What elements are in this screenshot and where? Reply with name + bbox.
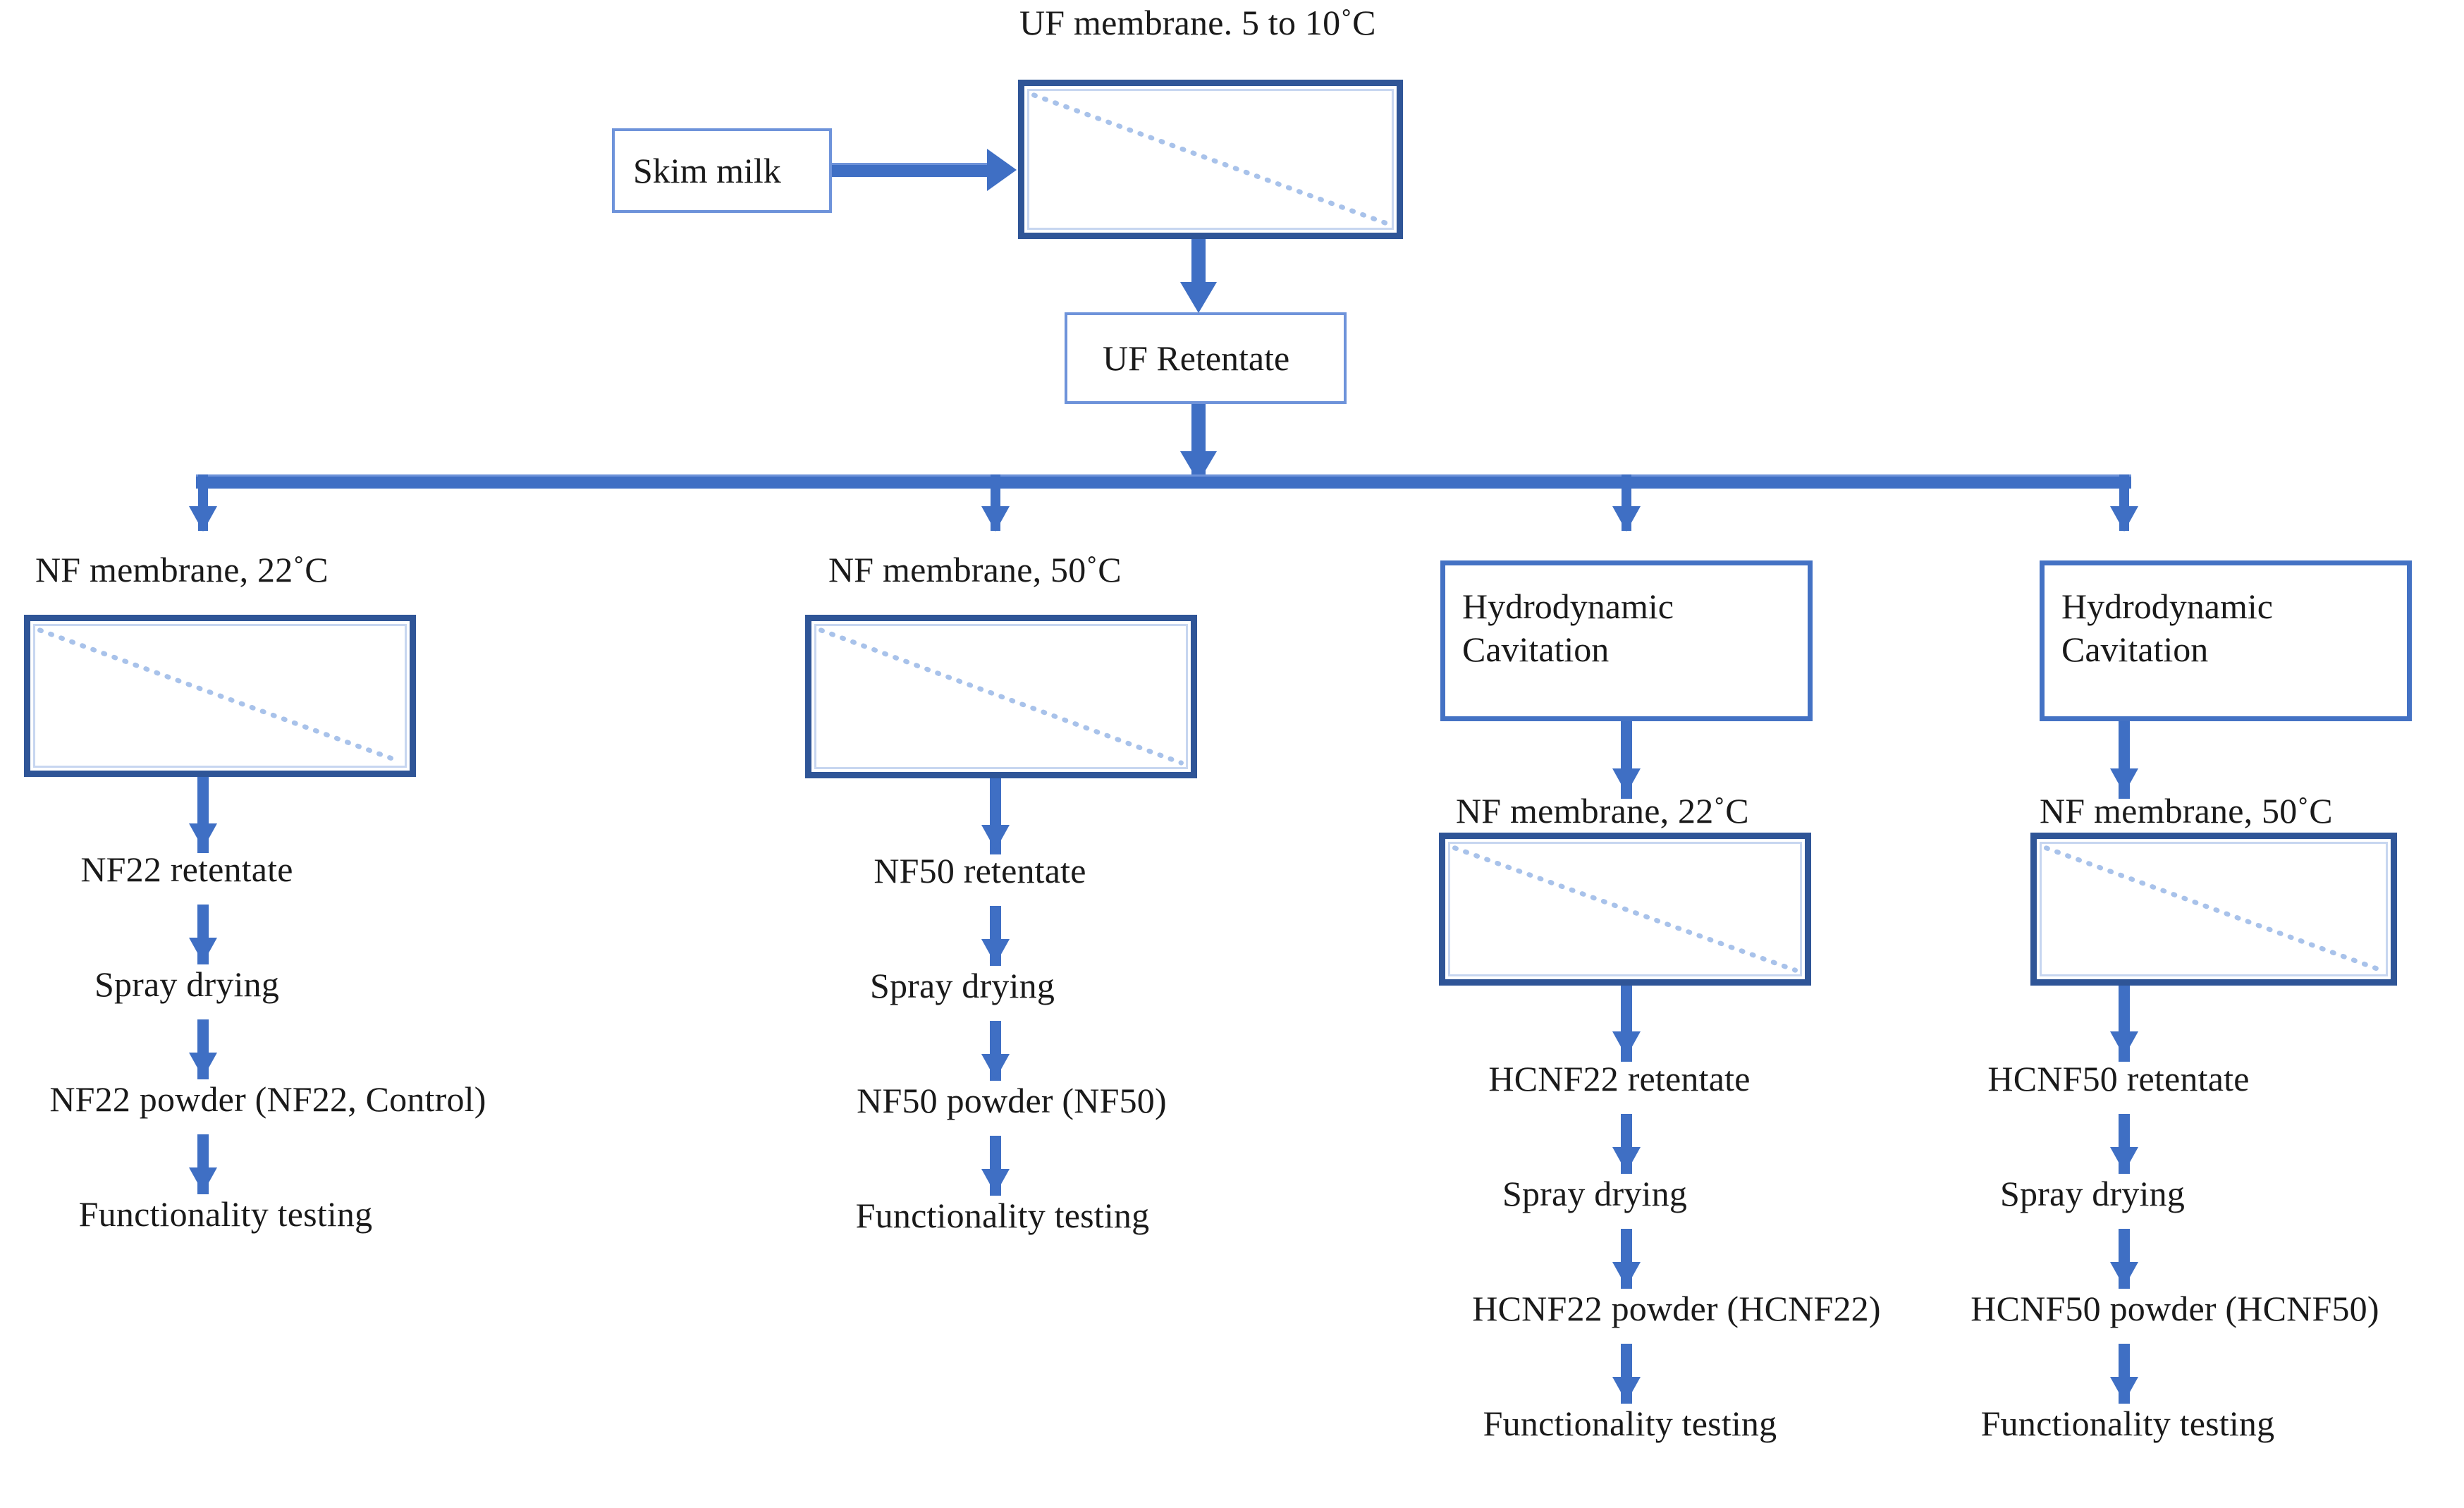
branch-2-membrane-box[interactable] [805,615,1197,778]
branch-3-arrowhead-1 [1612,1147,1641,1172]
branch-4-membrane-label: NF membrane, 50˚C [2040,791,2333,830]
branch-4-step-1: Spray drying [1999,1174,2186,1213]
branch-4-arrowhead-2 [2110,1262,2138,1287]
branch-1-membrane-label: NF membrane, 22˚C [35,550,329,589]
branch-2-arrowhead-3 [981,1169,1010,1194]
uf-retentate-box[interactable]: UF Retentate [1065,312,1347,404]
membrane-diagonal-icon [811,621,1191,772]
branch-2-step-1: Spray drying [869,966,1055,1005]
branch-2-step-2: NF50 powder (NF50) [857,1081,1167,1120]
branch-1-arrowhead-0 [189,823,217,849]
branch-1-step-0: NF22 retentate [80,850,293,889]
branch-1-step-2: NF22 powder (NF22, Control) [49,1079,486,1119]
arrowhead-ufmembrane-to-ufretentate [1180,282,1217,313]
branch-1-step-1: Spray drying [94,964,280,1004]
branch-4-step-0: HCNF50 retentate [1987,1059,2250,1098]
uf-membrane-box[interactable] [1018,80,1403,239]
branch-3-step-3: Functionality testing [1483,1404,1777,1443]
branch-3-cavitation-box[interactable]: Hydrodynamic Cavitation [1440,560,1813,721]
branch-3-membrane-label: NF membrane, 22˚C [1456,791,1749,830]
branch-4-step-2: HCNF50 powder (HCNF50) [1970,1289,2379,1328]
branch-3-step-2: HCNF22 powder (HCNF22) [1472,1289,1881,1328]
arrowhead-bus-drop-4 [2110,506,2138,532]
membrane-diagonal-icon [2037,839,2391,979]
branch-3-arrowhead-2 [1612,1262,1641,1287]
arrowhead-bus-drop-3 [1612,506,1641,532]
uf-retentate-label: UF Retentate [1103,338,1290,378]
connector-skimmilk-to-ufmembrane [832,163,991,177]
membrane-diagonal-icon [30,621,410,771]
branch-4-step-3: Functionality testing [1980,1404,2275,1443]
branch-4-arrowhead-0 [2110,1031,2138,1057]
membrane-diagonal-icon [1445,839,1805,979]
branch-4-arrowhead-1 [2110,1147,2138,1172]
skim-milk-box[interactable]: Skim milk [612,128,832,213]
branch-2-arrowhead-1 [981,939,1010,964]
arrowhead-bus-drop-1 [189,506,217,532]
connector-ufmembrane-to-ufretentate [1191,239,1206,288]
branch-1-arrowhead-2 [189,1053,217,1078]
branch-3-cavitation-label: Hydrodynamic Cavitation [1462,587,1674,669]
branch-4-cavitation-label: Hydrodynamic Cavitation [2061,587,2273,669]
branch-1-membrane-box[interactable] [24,615,416,777]
branch-4-membrane-box[interactable] [2030,833,2397,986]
branch-3-arrowhead-0 [1612,1031,1641,1057]
branch-1-step-3: Functionality testing [78,1194,373,1234]
uf-membrane-label: UF membrane. 5 to 10˚C [1019,3,1376,42]
branch-3-arrowhead-cav [1612,768,1641,794]
skim-milk-label: Skim milk [633,151,781,190]
branch-1-arrowhead-3 [189,1167,217,1193]
branch-2-arrowhead-2 [981,1054,1010,1079]
branch-1-arrowhead-1 [189,938,217,963]
branch-2-membrane-label: NF membrane, 50˚C [828,550,1122,589]
branch-3-step-0: HCNF22 retentate [1488,1059,1751,1098]
branch-4-arrowhead-cav [2110,768,2138,794]
branch-3-membrane-box[interactable] [1439,833,1811,986]
arrowhead-skimmilk-to-ufmembrane [987,149,1017,191]
branch-3-step-1: Spray drying [1502,1174,1688,1213]
branch-4-arrowhead-3 [2110,1377,2138,1402]
membrane-diagonal-icon [1024,86,1397,233]
branch-2-step-3: Functionality testing [855,1196,1150,1235]
branch-2-arrowhead-0 [981,825,1010,850]
arrowhead-bus-drop-2 [981,506,1010,532]
branch-2-step-0: NF50 retentate [874,851,1086,890]
distribution-bus [196,474,2131,489]
branch-3-arrowhead-3 [1612,1377,1641,1402]
branch-4-cavitation-box[interactable]: Hydrodynamic Cavitation [2040,560,2412,721]
